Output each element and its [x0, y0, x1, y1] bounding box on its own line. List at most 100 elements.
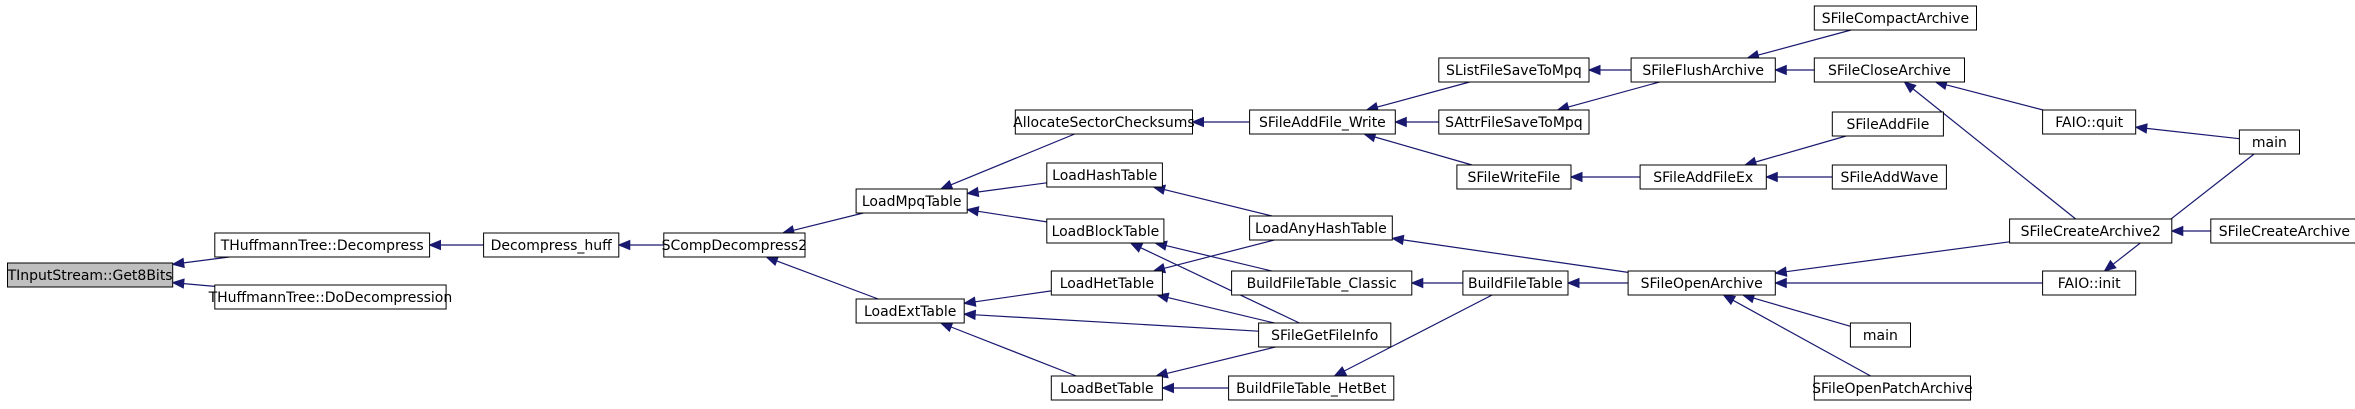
node-slistfilesavetompq[interactable]: SListFileSaveToMpq — [1438, 57, 1590, 83]
node-decompress-huff[interactable]: Decompress_huff — [483, 232, 620, 258]
node-sfilecreatearchive2[interactable]: SFileCreateArchive2 — [2009, 218, 2173, 244]
node-tht-dodecomp[interactable]: THuffmannTree::DoDecompression — [208, 284, 453, 310]
node-box — [1831, 111, 1944, 137]
node-sfileflusharchive[interactable]: SFileFlushArchive — [1630, 57, 1776, 83]
edge-line — [1912, 88, 2077, 220]
node-box — [1046, 162, 1163, 188]
edge-buildfiletable-hetbet-to-loadbettable — [1161, 382, 1229, 394]
node-loadblocktable[interactable]: LoadBlockTable — [1046, 218, 1165, 244]
edge-sfilegetfileinfo-to-loadhettable — [1155, 292, 1275, 324]
edge-line — [978, 182, 1047, 193]
node-loadhettable[interactable]: LoadHetTable — [1050, 270, 1163, 296]
node-label: THuffmannTree::DoDecompression — [208, 290, 453, 306]
node-get8bits[interactable]: TInputStream::Get8Bits — [7, 262, 174, 288]
edge-sfileopenarchive-to-buildfiletable — [1566, 277, 1629, 289]
arrowhead — [171, 257, 185, 269]
node-loadhashtable[interactable]: LoadHashTable — [1046, 162, 1163, 188]
node-box — [1813, 57, 1966, 83]
node-box — [214, 284, 447, 310]
edge-sfilewritefile-to-sfileaddfile-write — [1362, 132, 1473, 166]
node-loadbettable[interactable]: LoadBetTable — [1050, 375, 1163, 401]
node-sfileopenpatcharchive[interactable]: SFileOpenPatchArchive — [1812, 375, 1973, 401]
edge-faio-quit-to-sfileclosearchive — [1934, 79, 2044, 111]
node-faio-quit[interactable]: FAIO::quit — [2042, 109, 2137, 135]
node-scompdecompress2[interactable]: SCompDecompress2 — [662, 232, 808, 258]
node-label: FAIO::quit — [2055, 115, 2123, 131]
edge-sfilecompactarchive-to-sfileflusharchive — [1746, 29, 1852, 61]
arrowhead — [2134, 123, 2148, 134]
edge-line — [1166, 346, 1276, 374]
node-allocsectorchecksums[interactable]: AllocateSectorChecksums — [1013, 109, 1195, 135]
node-box — [1627, 270, 1776, 296]
edge-line — [793, 212, 864, 231]
node-main-mid[interactable]: main — [1849, 322, 1912, 348]
edge-sfileopenpatcharchive-to-sfileopenarchive — [1722, 294, 1871, 377]
node-sfilegetfileinfo[interactable]: SFileGetFileInfo — [1258, 322, 1392, 348]
node-sfileaddwave[interactable]: SFileAddWave — [1831, 164, 1947, 190]
node-label: SFileGetFileInfo — [1271, 328, 1378, 344]
node-box — [2210, 218, 2355, 244]
node-sfilecompactarchive[interactable]: SFileCompactArchive — [1813, 5, 1978, 31]
edge-line — [1568, 81, 1660, 108]
arrowhead — [1569, 171, 1583, 183]
arrowhead — [1903, 81, 1917, 94]
edge-sfileaddwave-to-sfileaddfileex — [1764, 171, 1833, 183]
node-sfileaddfile-write[interactable]: SFileAddFile_Write — [1249, 109, 1396, 135]
arrowhead — [965, 186, 980, 198]
node-buildfiletable-classic[interactable]: BuildFileTable_Classic — [1231, 270, 1413, 296]
node-label: TInputStream::Get8Bits — [7, 268, 173, 284]
arrowhead — [1722, 294, 1737, 306]
node-label: LoadExtTable — [864, 304, 956, 320]
edge-line — [950, 326, 1077, 377]
edge-line — [1164, 239, 1275, 269]
edge-main-right-to-faio-quit — [2134, 123, 2240, 140]
arrowhead — [765, 256, 780, 266]
node-loadanyhashtable[interactable]: LoadAnyHashTable — [1249, 215, 1393, 241]
node-faio-init[interactable]: FAIO::init — [2042, 270, 2137, 296]
node-label: SFileWriteFile — [1468, 170, 1561, 186]
edge-line — [1755, 135, 1847, 163]
node-sfileclosearchive[interactable]: SFileCloseArchive — [1813, 57, 1966, 83]
arrowhead — [962, 309, 977, 321]
node-box — [1249, 109, 1396, 135]
node-sfilecreatearchive[interactable]: SFileCreateArchive — [2210, 218, 2355, 244]
node-box — [1849, 322, 1912, 348]
edge-line — [975, 314, 1259, 332]
node-box — [1831, 164, 1947, 190]
node-box — [1228, 375, 1395, 401]
edge-loadmpqtable-to-scompdecompress2 — [781, 212, 864, 236]
node-label: LoadAnyHashTable — [1255, 221, 1387, 237]
node-box — [7, 262, 174, 288]
node-sfilewritefile[interactable]: SFileWriteFile — [1456, 164, 1572, 190]
node-sfileaddfileex[interactable]: SFileAddFileEx — [1639, 164, 1767, 190]
edge-line — [1140, 247, 1300, 324]
node-sattrfilesavetompq[interactable]: SAttrFileSaveToMpq — [1438, 109, 1590, 135]
node-tht-decompress[interactable]: THuffmannTree::Decompress — [214, 232, 431, 258]
node-buildfiletable-hetbet[interactable]: BuildFileTable_HetBet — [1228, 375, 1395, 401]
node-box — [1438, 109, 1590, 135]
arrowhead — [1410, 277, 1424, 289]
edge-loadhashtable-to-loadmpqtable — [965, 182, 1047, 198]
node-buildfiletable[interactable]: BuildFileTable — [1462, 270, 1569, 296]
arrowhead — [1129, 242, 1144, 253]
node-sfileaddfile[interactable]: SFileAddFile — [1831, 111, 1944, 137]
node-main-right[interactable]: main — [2238, 129, 2300, 155]
edge-line — [1786, 241, 2010, 273]
edge-line — [1377, 81, 1470, 108]
edge-sfileaddfile-write-to-allocsectorchecksums — [1191, 116, 1250, 128]
node-label: SFileAddFile_Write — [1259, 115, 1386, 131]
arrowhead — [1774, 266, 1788, 277]
arrowhead — [1764, 171, 1778, 183]
node-loadmpqtable[interactable]: LoadMpqTable — [855, 188, 968, 214]
node-loadexttable[interactable]: LoadExtTable — [855, 298, 965, 324]
node-sfileopenarchive[interactable]: SFileOpenArchive — [1627, 270, 1776, 296]
node-box — [1456, 164, 1572, 190]
edge-buildfiletable-to-buildfiletable-classic — [1410, 277, 1463, 289]
edge-sfileaddfileex-to-sfilewritefile — [1569, 171, 1641, 183]
node-box — [2009, 218, 2173, 244]
node-box — [1813, 375, 1972, 401]
arrowhead — [617, 239, 631, 251]
edge-tht-dodecomp-to-get8bits — [171, 278, 215, 289]
node-box — [663, 232, 806, 258]
edge-allocsectorchecksums-to-loadmpqtable — [939, 133, 1075, 190]
